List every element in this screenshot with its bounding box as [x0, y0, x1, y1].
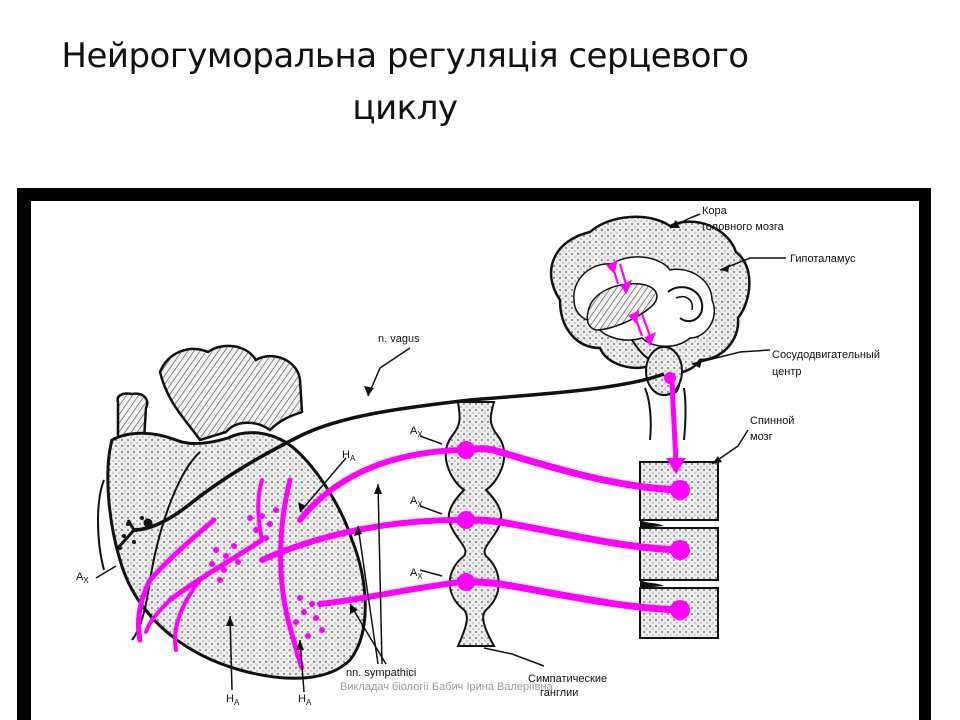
brain-corpus-callosum	[586, 282, 658, 331]
vasomotor-center	[645, 346, 683, 396]
label-ax-heart: AX	[76, 571, 89, 585]
sympathetic-pathways	[135, 381, 684, 671]
slide-title: Нейрогуморальна регуляція серцевого цикл…	[0, 30, 810, 134]
label-ha-upper: HA	[342, 449, 356, 463]
label-ax-ganglion-1: AX	[410, 425, 423, 439]
vasomotor-arrow-head	[666, 458, 686, 474]
pointer-arrowheads	[226, 220, 730, 650]
brain	[549, 215, 751, 441]
label-sympathici: nn. sympathici	[346, 667, 416, 679]
label-ganglia-line2: ганглии	[540, 687, 578, 699]
hypothalamus-arrows	[606, 260, 657, 347]
label-cortex-line1: Кора	[702, 205, 728, 217]
label-cortex-line2: головного мозга	[702, 221, 785, 233]
label-spinal-line1: Спинной	[750, 415, 794, 427]
label-ha-lower-left: HA	[226, 693, 240, 707]
label-ganglia-line1: Симпатические	[528, 673, 607, 685]
label-spinal-line2: мозг	[750, 431, 773, 443]
label-ax-ganglion-2: AX	[410, 495, 423, 509]
heart-dot-clusters	[209, 507, 325, 639]
slide-title-line1: Нейрогуморальна регуляція серцевого	[61, 36, 749, 76]
label-vasomotor-line2: центр	[772, 366, 802, 378]
heart-aorta	[158, 344, 304, 442]
label-ha-lower-right: HA	[298, 693, 312, 707]
label-vagus: n. vagus	[378, 333, 420, 345]
label-vasomotor-line1: Сосудодвигательный	[772, 349, 880, 361]
label-hypothalamus: Гипоталамус	[790, 253, 856, 265]
slide-title-line2: циклу	[352, 88, 458, 128]
label-ax-ganglion-3: AX	[410, 567, 423, 581]
diagram-labels: Кора головного мозга Гипоталамус Сосудод…	[76, 205, 880, 707]
vagus-nerve	[116, 372, 665, 549]
spinal-terminals	[670, 480, 690, 620]
footer-author: Викладач біології Бабич Ірина Валеріївна	[340, 681, 553, 693]
pointer-lines	[95, 213, 786, 693]
